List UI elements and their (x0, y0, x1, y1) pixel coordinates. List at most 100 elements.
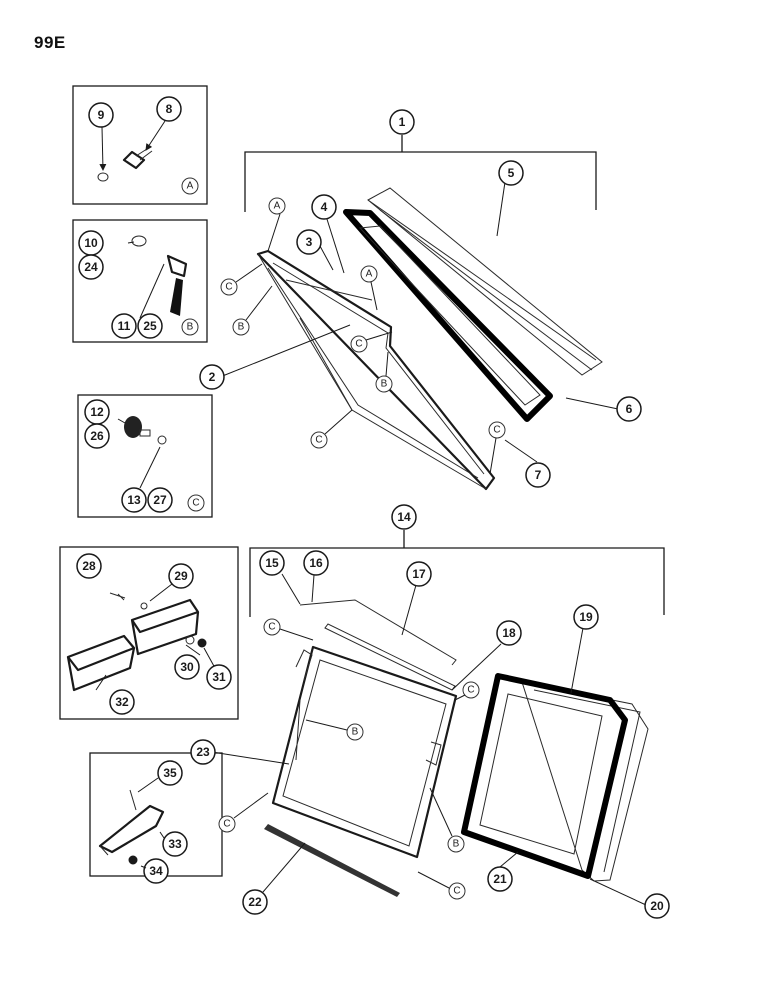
svg-text:5: 5 (508, 166, 515, 180)
part-label-25: 25 (137, 313, 163, 339)
svg-text:C: C (453, 886, 460, 897)
part-label-16: 16 (303, 550, 329, 576)
part-label-4: 4 (311, 194, 337, 220)
detail-ref-c: C (220, 278, 238, 296)
group-bracket-14 (249, 547, 665, 617)
svg-text:10: 10 (84, 236, 98, 250)
svg-text:7: 7 (535, 468, 542, 482)
detail-ref-c: C (350, 335, 368, 353)
svg-text:C: C (223, 819, 230, 830)
svg-text:C: C (268, 622, 275, 633)
detail-ref-c: C (462, 681, 480, 699)
svg-text:13: 13 (127, 493, 141, 507)
svg-text:24: 24 (84, 260, 98, 274)
part-label-33: 33 (162, 831, 188, 857)
svg-text:B: B (238, 322, 245, 333)
svg-text:A: A (187, 181, 194, 192)
detail-ref-a: A (268, 197, 286, 215)
detail-ref-a: A (360, 265, 378, 283)
part-label-5: 5 (498, 160, 524, 186)
glass-part-5 (367, 187, 603, 376)
part-label-3: 3 (296, 229, 322, 255)
detail-box-a (72, 85, 208, 205)
svg-text:26: 26 (90, 429, 104, 443)
svg-text:27: 27 (153, 493, 167, 507)
svg-text:29: 29 (174, 569, 188, 583)
strip-part-17 (324, 623, 456, 691)
svg-text:32: 32 (115, 695, 129, 709)
latch-handle-part-11 (131, 235, 188, 316)
svg-text:B: B (187, 322, 194, 333)
detail-box-clamp (89, 752, 223, 877)
svg-text:3: 3 (306, 235, 313, 249)
group-bracket-1 (244, 151, 597, 212)
channel-part-6 (367, 199, 597, 361)
part-label-31: 31 (206, 664, 232, 690)
part-label-8: 8 (156, 96, 182, 122)
part-label-10: 10 (78, 230, 104, 256)
svg-text:B: B (453, 839, 460, 850)
part-label-22: 22 (242, 889, 268, 915)
part-label-11: 11 (111, 313, 137, 339)
part-label-30: 30 (174, 654, 200, 680)
detail-ref-c: C (263, 618, 281, 636)
seal-part-21 (461, 673, 628, 879)
page-number: 99E (34, 33, 66, 52)
svg-text:16: 16 (309, 556, 323, 570)
part-label-23: 23 (190, 739, 216, 765)
svg-text:6: 6 (626, 402, 633, 416)
svg-text:A: A (366, 269, 373, 280)
upper-frame-part-2 (256, 249, 496, 491)
detail-ref-c: C (488, 421, 506, 439)
part-label-26: 26 (84, 423, 110, 449)
svg-text:B: B (352, 727, 359, 738)
svg-text:A: A (274, 201, 281, 212)
svg-text:20: 20 (650, 899, 664, 913)
lower-frame-part-23 (271, 645, 458, 859)
washer-part-29 (140, 602, 148, 610)
knob-part-12 (124, 416, 167, 445)
svg-text:C: C (493, 425, 500, 436)
detail-box-b (72, 219, 208, 343)
part-label-34: 34 (143, 858, 169, 884)
svg-text:18: 18 (502, 626, 516, 640)
svg-text:2: 2 (209, 370, 216, 384)
part-label-20: 20 (644, 893, 670, 919)
svg-text:17: 17 (412, 567, 426, 581)
part-label-29: 29 (168, 563, 194, 589)
svg-text:22: 22 (248, 895, 262, 909)
part-label-6: 6 (616, 396, 642, 422)
detail-box-bracket (59, 546, 239, 720)
svg-text:14: 14 (397, 510, 411, 524)
screw-part-8 (122, 146, 153, 170)
svg-text:19: 19 (579, 610, 593, 624)
detail-ref-a-box: A (181, 177, 199, 195)
part-label-17: 17 (406, 561, 432, 587)
detail-ref-c: C (448, 882, 466, 900)
svg-text:C: C (355, 339, 362, 350)
detail-ref-c-box: C (187, 494, 205, 512)
clamp-part-33 (98, 804, 165, 856)
part-label-18: 18 (496, 620, 522, 646)
part-label-27: 27 (147, 487, 173, 513)
detail-box-c (77, 394, 213, 518)
svg-text:C: C (225, 282, 232, 293)
strip-part-22 (264, 824, 400, 897)
part-label-1: 1 (389, 109, 415, 135)
seal-part-7 (343, 209, 553, 422)
svg-text:31: 31 (212, 670, 226, 684)
detail-ref-c: C (310, 431, 328, 449)
part-label-28: 28 (76, 553, 102, 579)
detail-ref-b: B (346, 723, 364, 741)
part-label-15: 15 (259, 550, 285, 576)
svg-text:15: 15 (265, 556, 279, 570)
detail-ref-b: B (375, 375, 393, 393)
svg-text:12: 12 (90, 405, 104, 419)
part-label-35: 35 (157, 760, 183, 786)
svg-text:34: 34 (149, 864, 163, 878)
bolt-part-28 (109, 592, 126, 601)
svg-text:25: 25 (143, 319, 157, 333)
part-label-14: 14 (391, 504, 417, 530)
svg-text:C: C (192, 498, 199, 509)
